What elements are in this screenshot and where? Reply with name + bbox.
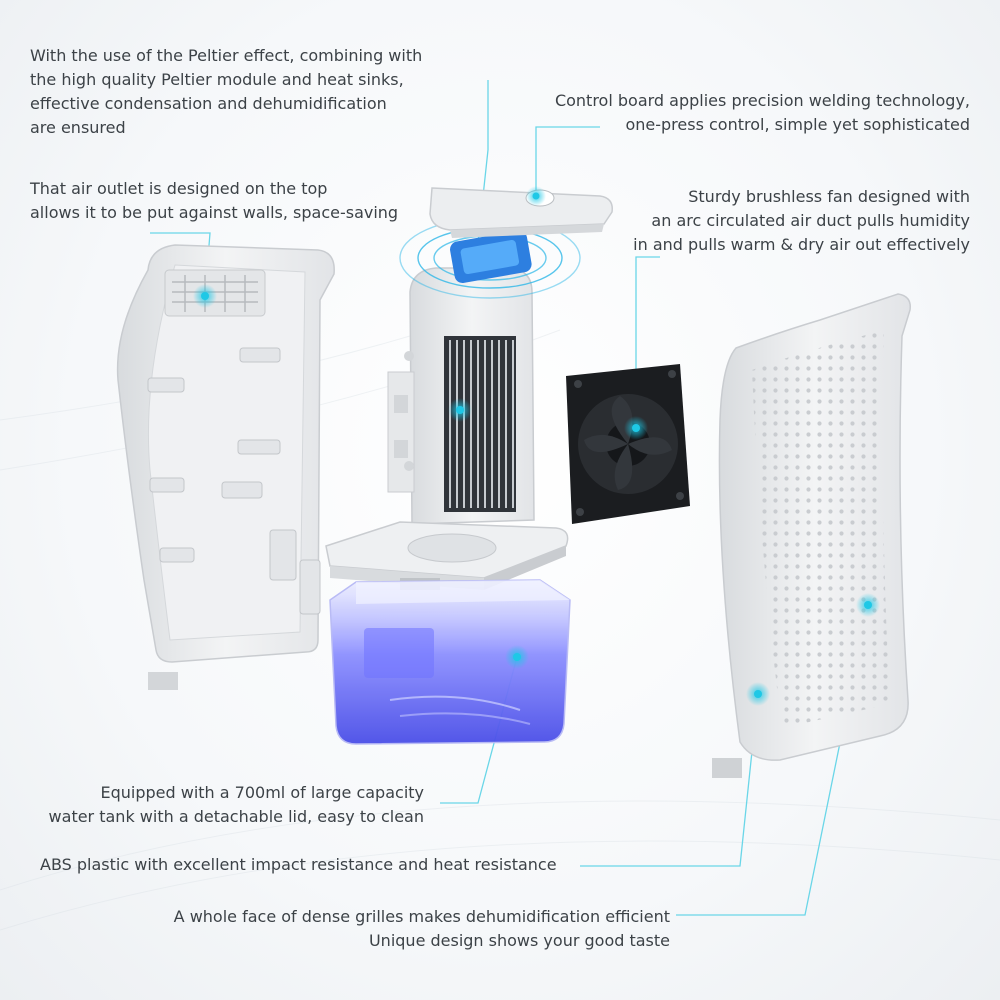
leader-control	[535, 126, 600, 196]
caption-abs-plastic: ABS plastic with excellent impact resist…	[40, 853, 557, 877]
caption-line: are ensured	[30, 118, 126, 137]
caption-line: Control board applies precision welding …	[554, 91, 970, 110]
caption-line: an arc circulated air duct pulls humidit…	[651, 211, 970, 230]
hotspot-dot-icon	[193, 186, 880, 706]
caption-line: one-press control, simple yet sophistica…	[625, 115, 970, 134]
control-board-lid	[429, 187, 613, 238]
caption-grille: A whole face of dense grilles makes dehu…	[174, 905, 670, 953]
caption-control-board: Control board applies precision welding …	[555, 89, 970, 137]
caption-air-outlet: That air outlet is designed on the top a…	[30, 177, 398, 225]
caption-line: ABS plastic with excellent impact resist…	[40, 855, 557, 874]
caption-fan: Sturdy brushless fan designed with an ar…	[633, 185, 970, 257]
fan-icon	[566, 364, 690, 524]
caption-line: Unique design shows your good taste	[368, 931, 670, 950]
back-frame	[116, 244, 335, 690]
leader-abs	[580, 693, 759, 867]
caption-water-tank: Equipped with a 700ml of large capacity …	[49, 781, 424, 829]
caption-line: the high quality Peltier module and heat…	[30, 70, 404, 89]
tank-lid	[325, 521, 569, 590]
caption-line: in and pulls warm & dry air out effectiv…	[633, 235, 970, 254]
caption-line: With the use of the Peltier effect, comb…	[30, 46, 423, 65]
caption-line: That air outlet is designed on the top	[30, 179, 328, 198]
caption-line: Equipped with a 700ml of large capacity	[100, 783, 424, 802]
caption-line: Sturdy brushless fan designed with	[688, 187, 970, 206]
caption-peltier: With the use of the Peltier effect, comb…	[30, 44, 422, 140]
caption-line: effective condensation and dehumidificat…	[30, 94, 387, 113]
water-tank	[329, 579, 571, 745]
caption-line: allows it to be put against walls, space…	[30, 203, 399, 222]
caption-line: water tank with a detachable lid, easy t…	[48, 807, 424, 826]
front-shell	[712, 293, 911, 778]
peltier-core	[387, 217, 581, 525]
caption-line: A whole face of dense grilles makes dehu…	[173, 907, 670, 926]
